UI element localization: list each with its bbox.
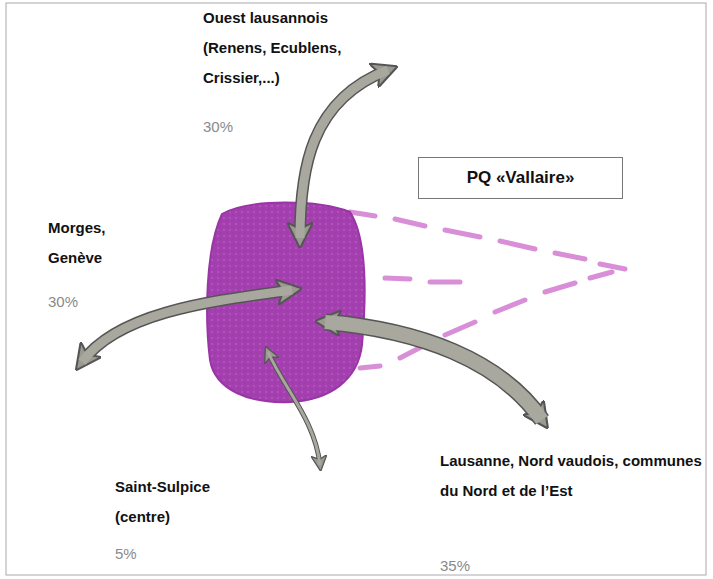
flow-arrows — [82, 70, 542, 465]
share-percent: 30% — [48, 292, 108, 312]
project-box: PQ «Vallaire» — [418, 157, 623, 199]
share-percent: 30% — [203, 117, 263, 137]
project-title: PQ «Vallaire» — [467, 168, 575, 188]
share-percent: 5% — [115, 544, 175, 564]
frame — [6, 3, 706, 575]
destination-label: Saint-Sulpice (centre) — [115, 472, 240, 532]
destination-label: Ouest lausannois (Renens, Ecublens, Cris… — [203, 3, 381, 93]
destination-label: Lausanne, Nord vaudois, communes du Nord… — [440, 446, 702, 506]
dashes — [350, 212, 625, 368]
destination-label: Morges, Genève — [48, 213, 158, 273]
share-percent: 35% — [440, 556, 500, 576]
